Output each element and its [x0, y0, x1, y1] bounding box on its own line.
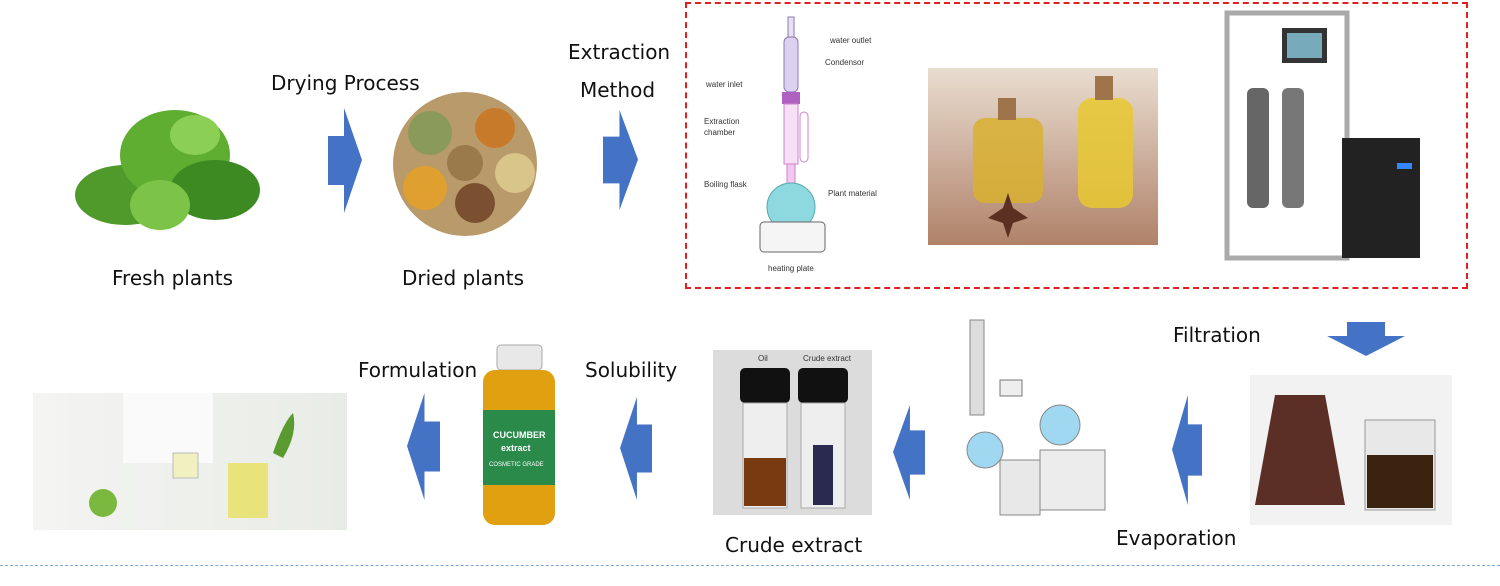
extraction-methods-box	[685, 2, 1468, 289]
rotary-evaporator-image	[940, 310, 1110, 520]
condensor-label: Condensor	[825, 58, 865, 67]
dried-plants-label: Dried plants	[402, 266, 524, 290]
bottom-dashed-divider	[0, 565, 1500, 566]
dried-plants-image	[385, 88, 545, 240]
plant-material-label: Plant material	[828, 189, 877, 198]
solubility-label: Solubility	[585, 358, 678, 382]
left-arrow-icon	[620, 397, 652, 500]
fresh-plants-image	[65, 95, 270, 245]
right-arrow-icon	[603, 110, 638, 210]
extraction-method-label-line2: Method	[580, 78, 656, 102]
supercritical-extraction-machine-image	[1222, 8, 1424, 265]
formulation-label: Formulation	[358, 358, 478, 382]
oil-vial-label: Oil	[758, 354, 768, 363]
water-inlet-label: water inlet	[706, 80, 743, 89]
extraction-chamber-label-1: Extraction	[704, 117, 740, 126]
water-outlet-label: water outlet	[830, 36, 872, 45]
product-label-line1: CUCUMBER	[493, 430, 546, 440]
heating-plate-label: heating plate	[768, 264, 814, 273]
cosmetic-formulation-lab-image	[33, 393, 347, 530]
drying-process-label: Drying Process	[271, 71, 420, 95]
filtered-extract-beakers-image	[1250, 375, 1452, 525]
crude-extract-vials-image: Oil Crude extract	[713, 350, 872, 515]
left-arrow-icon	[407, 393, 440, 500]
product-label-line2: extract	[501, 443, 531, 453]
fresh-plants-label: Fresh plants	[112, 266, 234, 290]
left-arrow-icon	[1172, 395, 1202, 505]
soxhlet-apparatus-diagram: water outlet Condensor water inlet Extra…	[690, 12, 920, 277]
boiling-flask-label: Boiling flask	[704, 180, 747, 189]
product-grade-label: COSMETIC GRADE	[489, 462, 544, 468]
left-arrow-icon	[893, 405, 925, 500]
crude-extract-label: Crude extract	[725, 533, 863, 557]
down-arrow-icon	[1327, 322, 1405, 356]
essential-oil-bottles-image	[928, 68, 1158, 245]
extraction-method-label-line1: Extraction	[568, 40, 671, 64]
crude-extract-vial-label: Crude extract	[803, 354, 852, 363]
evaporation-label: Evaporation	[1116, 526, 1237, 550]
filtration-label: Filtration	[1173, 323, 1261, 347]
cucumber-extract-bottle-image: CUCUMBER extract COSMETIC GRADE	[425, 340, 612, 530]
right-arrow-icon	[328, 108, 362, 213]
extraction-chamber-label-2: chamber	[704, 128, 736, 137]
